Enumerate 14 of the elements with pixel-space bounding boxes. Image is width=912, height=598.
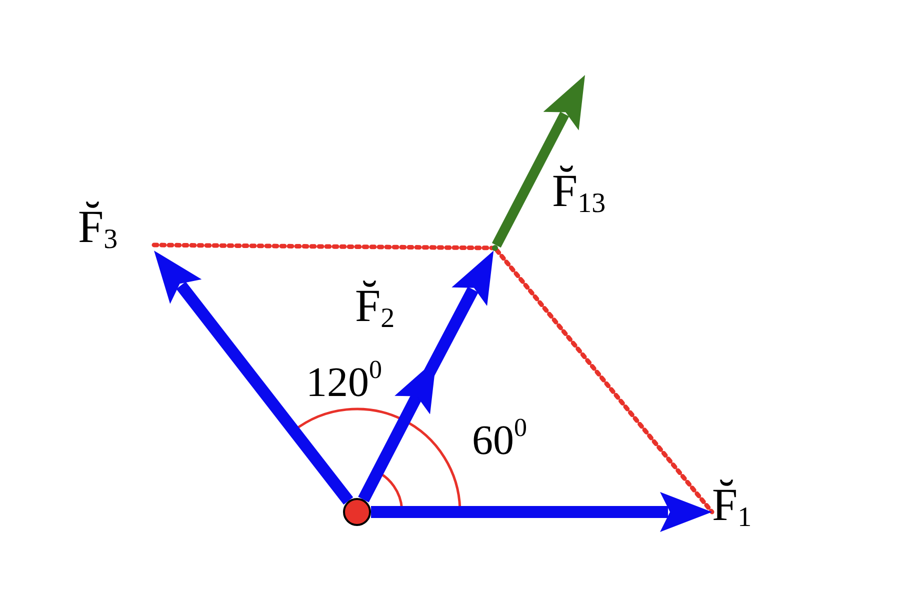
vector-arrow (492, 75, 585, 248)
dashed-line (152, 242, 494, 250)
junction-point (492, 245, 498, 251)
edge-label: F̆$_{2}$ (355, 283, 395, 329)
vector-arrow (154, 250, 354, 505)
angle-label: 60$^{0}$ (472, 420, 527, 462)
dashed-line (494, 248, 714, 514)
edge-label: F̆$_{13}$ (552, 168, 606, 214)
point-circle (343, 498, 371, 526)
vector-arrow (358, 250, 494, 502)
vector-label: F̆$_{3}$ (78, 204, 118, 250)
vector-arrow (371, 492, 712, 532)
angle-label: 120$^{0}$ (306, 362, 382, 404)
vector-label: F̆$_{1}$ (712, 482, 752, 528)
